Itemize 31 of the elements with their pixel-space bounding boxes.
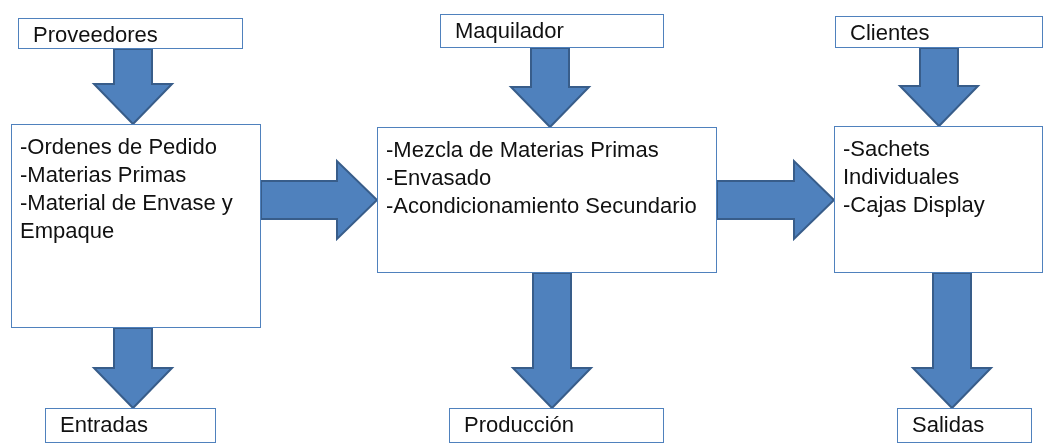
- block-arrow: [510, 272, 594, 410]
- stage-box: [897, 408, 1032, 443]
- stage-box: [45, 408, 216, 443]
- process-box: [11, 124, 261, 328]
- stage-box: [449, 408, 664, 443]
- box-title: Salidas: [912, 412, 986, 438]
- title-box: [835, 16, 1043, 48]
- list-item: -Mezcla de Materias Primas: [386, 136, 660, 164]
- block-arrow: [910, 272, 994, 410]
- list-item: -Sachets Individuales: [843, 135, 961, 191]
- box-title: Proveedores: [33, 22, 159, 48]
- box-title: Clientes: [850, 20, 931, 46]
- list-item: -Acondicionamiento Secundario: [386, 192, 698, 220]
- process-box: [834, 126, 1043, 273]
- process-box: [377, 127, 717, 273]
- block-arrow: [897, 47, 981, 128]
- list-item: -Material de Envase y Empaque: [20, 189, 234, 245]
- block-arrow: [260, 158, 379, 242]
- box-title: Producción: [464, 412, 576, 438]
- list-item: -Envasado: [386, 164, 493, 192]
- box-title: Entradas: [60, 412, 150, 438]
- list-item: -Materias Primas: [20, 161, 188, 189]
- block-arrow: [91, 327, 175, 410]
- block-arrow: [508, 47, 592, 129]
- title-box: [18, 18, 243, 49]
- list-item: -Ordenes de Pedido: [20, 133, 218, 161]
- block-arrow: [716, 158, 836, 242]
- title-box: [440, 14, 664, 48]
- list-item: -Cajas Display: [843, 191, 986, 219]
- block-arrow: [91, 48, 175, 126]
- box-title: Maquilador: [455, 18, 565, 44]
